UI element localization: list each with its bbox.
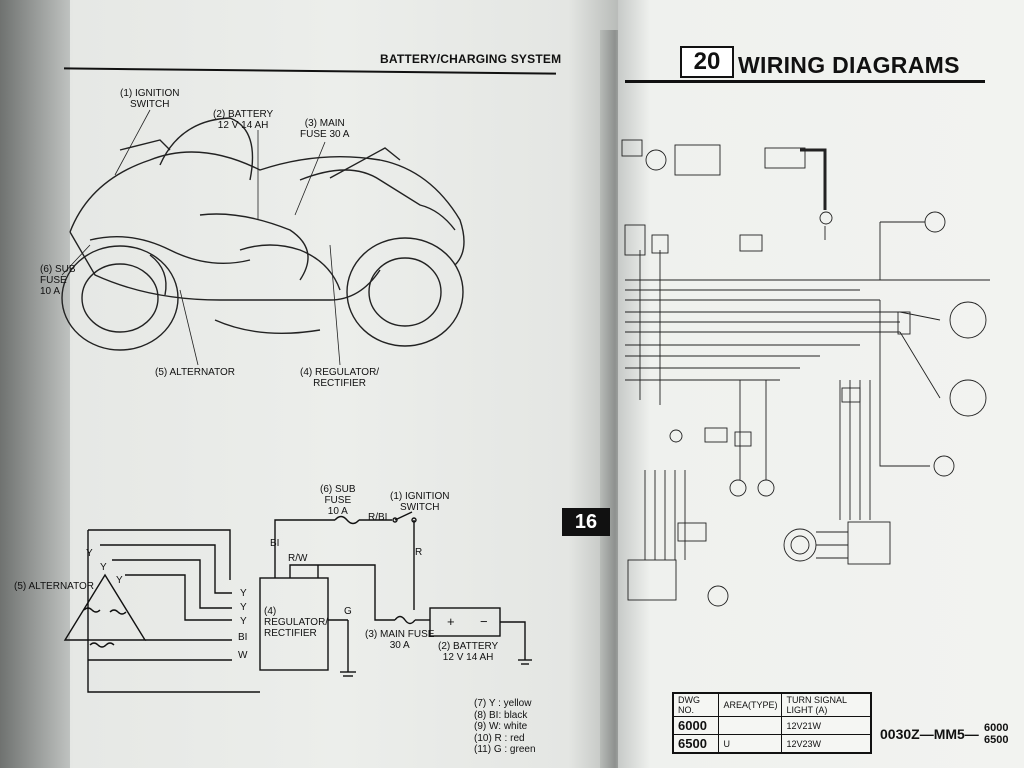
table-cell-light: 12V21W (781, 716, 872, 735)
table-cell-area: U (718, 734, 783, 754)
legend-item: (8) BI: black (474, 709, 528, 721)
table-cell-dwg: 6000 (672, 716, 720, 735)
table-cell-light: 12V23W (781, 734, 872, 754)
charging-schematic (63, 511, 532, 693)
wire-w: W (238, 650, 248, 661)
wire-r-w: R/W (288, 553, 308, 564)
battery-plus: + (447, 614, 455, 629)
schem-label-alternator: (5) ALTERNATOR (14, 581, 95, 592)
wire-y-e: Y (240, 602, 247, 613)
drawing-suffix: 6500 (984, 734, 1009, 746)
table-header-row: DWG NO. AREA(TYPE) TURN SIGNAL LIGHT (A) (672, 692, 872, 717)
page-header-left: BATTERY/CHARGING SYSTEM (380, 52, 562, 66)
legend-item: (11) G : green (474, 744, 536, 755)
table-header: TURN SIGNAL LIGHT (A) (781, 692, 872, 717)
chapter-title: WIRING DIAGRAMS (738, 52, 960, 78)
label-alternator: (5) ALTERNATOR (155, 367, 236, 378)
label-regulator-rectifier: (4) REGULATOR/RECTIFIER (300, 367, 380, 389)
table-cell-dwg: 6500 (672, 734, 720, 754)
schem-label-regulator: (4)REGULATOR/RECTIFIER (264, 606, 329, 639)
wire-bi-bottom: BI (238, 632, 248, 643)
legend-item: (9) W: white (474, 721, 528, 732)
wire-r: R (415, 547, 423, 558)
wire-y-f: Y (240, 616, 247, 627)
drawing-suffix: 6000 (984, 722, 1009, 734)
table-header: DWG NO. (672, 692, 720, 717)
table-cell-area (718, 716, 783, 735)
wire-g: G (344, 606, 352, 617)
motorcycle-illustration (61, 117, 465, 351)
wire-y-c: Y (116, 575, 123, 586)
table-row: 6000 12V21W (672, 716, 872, 735)
table-marker: (A) (815, 705, 828, 715)
drawing-number: 0030Z—MM5— (880, 726, 979, 742)
table-row: 6500 U 12V23W (672, 734, 872, 754)
chapter-rule (625, 80, 985, 83)
table-header: AREA(TYPE) (718, 692, 783, 717)
wire-y-b: Y (100, 562, 107, 573)
wire-y-a: Y (86, 548, 93, 559)
wiring-diagram (621, 139, 990, 607)
legend-item: (7) Y : yellow (474, 698, 532, 709)
legend-item: (10) R : red (474, 732, 525, 744)
section-tab: 16 (562, 508, 610, 536)
battery-minus: − (480, 614, 488, 629)
wire-y-d: Y (240, 588, 247, 599)
drawing-spec-table: DWG NO. AREA(TYPE) TURN SIGNAL LIGHT (A)… (672, 692, 872, 754)
wire-bi-top: BI (270, 538, 280, 549)
wire-color-legend: (7) Y : yellow (8) BI: black (9) W: whit… (474, 698, 536, 756)
wire-r-bi: R/BI (368, 512, 388, 523)
drawing-suffixes: 6000 6500 (984, 722, 1008, 746)
chapter-number: 20 (680, 46, 734, 78)
